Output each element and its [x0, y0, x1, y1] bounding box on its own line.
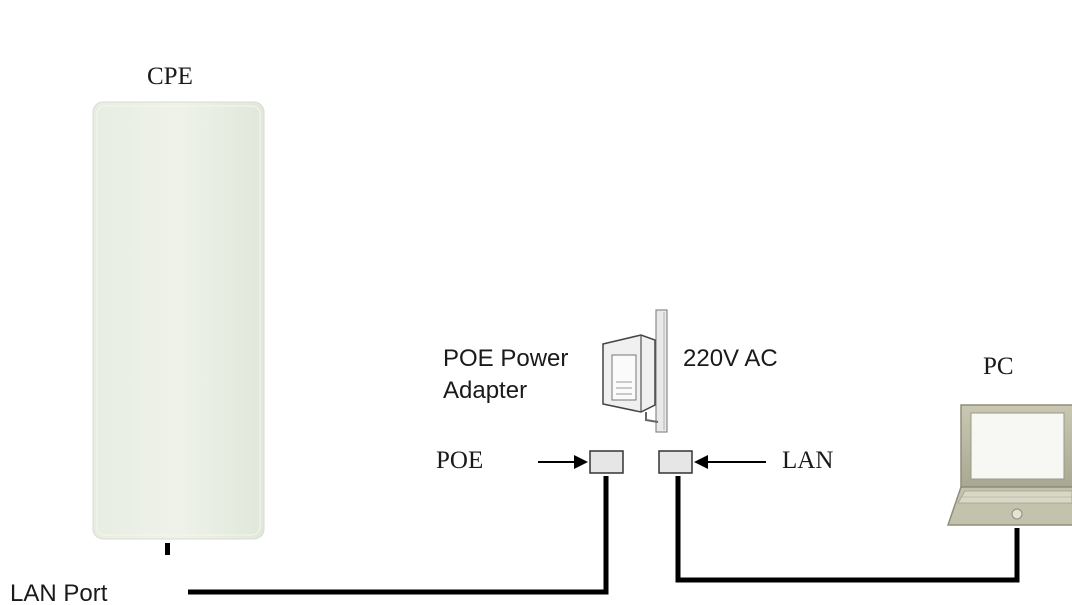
- ac-label: 220V AC: [683, 345, 778, 372]
- poe-arrow-icon: [538, 455, 588, 469]
- poe-adapter-icon: [602, 309, 668, 433]
- lan-label: LAN: [782, 447, 833, 474]
- poe-adapter-label-line1: POE Power: [443, 345, 568, 372]
- lan-port-icon: [658, 450, 693, 474]
- cpe-lan-port-stub: [165, 543, 170, 555]
- pc-label: PC: [983, 353, 1014, 380]
- cable-cpe-to-poe: [188, 476, 609, 595]
- cpe-label: CPE: [147, 63, 193, 90]
- laptop-icon: [946, 404, 1072, 526]
- lan-arrow-icon: [694, 455, 766, 469]
- lan-port-label: LAN Port: [10, 580, 108, 605]
- cpe-device-icon: [92, 101, 265, 540]
- cable-lan-to-pc: [675, 476, 1020, 583]
- poe-label: POE: [436, 447, 483, 474]
- poe-adapter-label-line2: Adapter: [443, 377, 527, 404]
- poe-port-icon: [589, 450, 624, 474]
